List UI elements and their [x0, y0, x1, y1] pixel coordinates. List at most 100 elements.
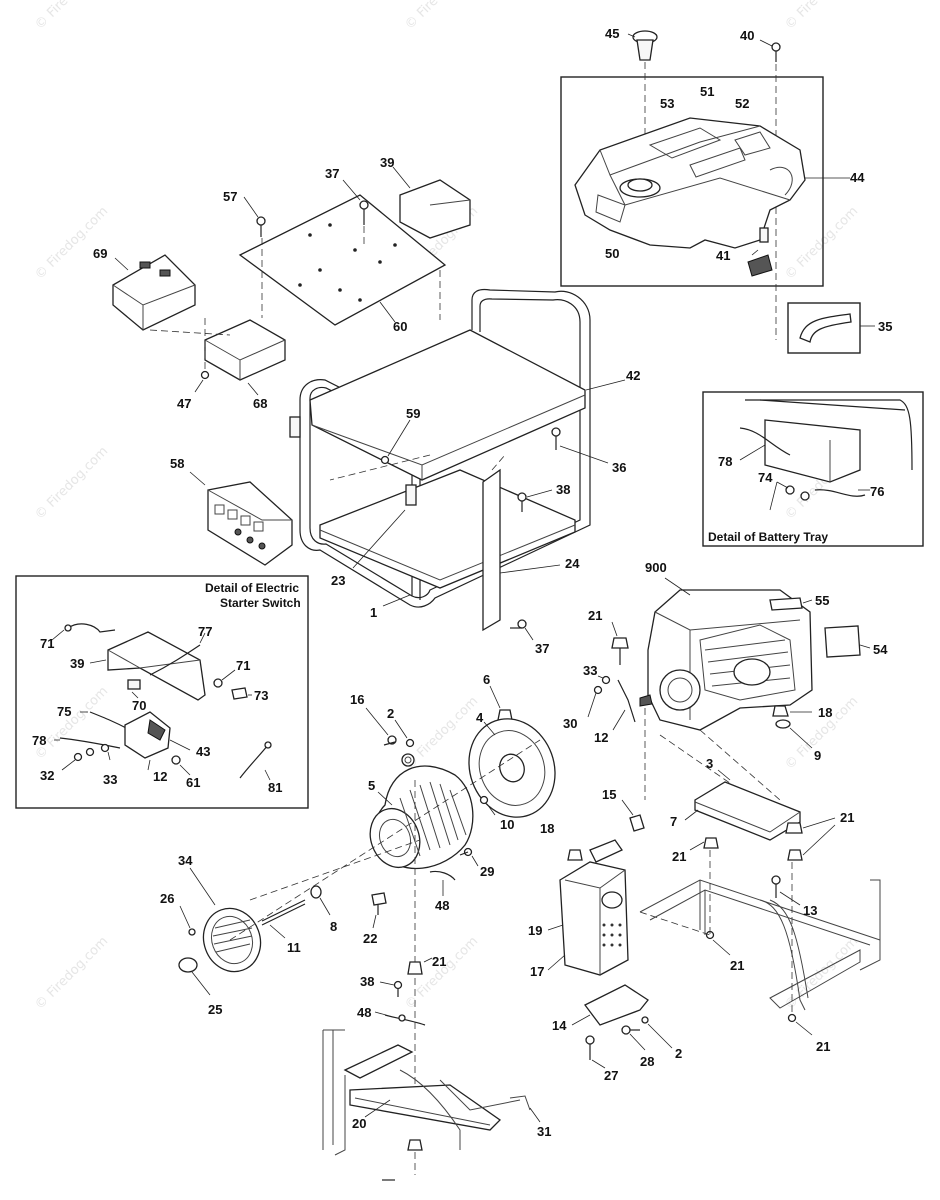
- part-label: 6: [483, 672, 490, 687]
- part-label: 71: [236, 658, 250, 673]
- part-label: 44: [850, 170, 865, 185]
- muffler-group: [547, 799, 673, 1069]
- part-label: 59: [406, 406, 420, 421]
- part-label: 69: [93, 246, 107, 261]
- fuel-valve: [747, 227, 773, 277]
- part-label: 35: [878, 319, 892, 334]
- part-label: 900: [645, 560, 667, 575]
- part-label: 39: [380, 155, 394, 170]
- fuel-tank: [574, 117, 806, 249]
- fuel-tank-group: [560, 30, 850, 340]
- part-label: 48: [357, 1005, 371, 1020]
- part-label: 61: [186, 775, 200, 790]
- watermark-text: © Firedog.com: [782, 0, 861, 33]
- engine: [587, 577, 871, 801]
- watermark-text: © Firedog.com: [32, 934, 111, 1013]
- watermark-text: © Firedog.com: [32, 684, 111, 763]
- part-label: 68: [253, 396, 267, 411]
- part-label: 22: [363, 931, 377, 946]
- part-label: 25: [208, 1002, 222, 1017]
- part-label: 17: [530, 964, 544, 979]
- screw-38: [517, 489, 553, 512]
- part-label: 19: [528, 923, 542, 938]
- part-label: 55: [815, 593, 829, 608]
- part-label: 78: [32, 733, 46, 748]
- part-label: 75: [57, 704, 71, 719]
- starter-caption-line1: Detail of Electric: [205, 581, 299, 595]
- part-label: 37: [535, 641, 549, 656]
- part-label: 23: [331, 573, 345, 588]
- part-label: 27: [604, 1068, 618, 1083]
- part-label: 13: [803, 903, 817, 918]
- part-label: 32: [40, 768, 54, 783]
- part-label: 38: [360, 974, 374, 989]
- grommet-59: [380, 455, 390, 465]
- part-label: 21: [816, 1039, 830, 1054]
- part-label: 26: [160, 891, 174, 906]
- part-label: 40: [740, 28, 754, 43]
- part-label: 50: [605, 246, 619, 261]
- generator-frame: [289, 288, 626, 608]
- part-label: 47: [177, 396, 191, 411]
- part-label: 2: [387, 706, 394, 721]
- control-panel: [189, 471, 293, 566]
- bracket-24: [482, 454, 561, 632]
- part-label: 10: [500, 817, 514, 832]
- part-label: 14: [552, 1018, 567, 1033]
- part-label: 52: [735, 96, 749, 111]
- part-label: 21: [840, 810, 854, 825]
- part-label: 54: [873, 642, 888, 657]
- part-label: 18: [818, 705, 832, 720]
- watermark-text: © Firedog.com: [782, 934, 861, 1013]
- part-label: 30: [563, 716, 577, 731]
- part-labels: 45 40 53 51 52 44 50 41 35 39 37 57 69 6…: [32, 26, 892, 1139]
- battery-tray-detail: [702, 391, 924, 547]
- part-label: 2: [675, 1046, 682, 1061]
- part-label: 39: [70, 656, 84, 671]
- fuel-cap: [627, 30, 658, 61]
- mounting-plate-group: [112, 166, 471, 396]
- part-label: 51: [700, 84, 714, 99]
- screw-36: [551, 427, 609, 464]
- part-label: 53: [660, 96, 674, 111]
- engine-mount-group: [639, 769, 881, 1036]
- part-label: 21: [730, 958, 744, 973]
- part-label: 7: [670, 814, 677, 829]
- part-label: 37: [325, 166, 339, 181]
- part-label: 21: [432, 954, 446, 969]
- part-label: 74: [758, 470, 773, 485]
- part-label: 12: [594, 730, 608, 745]
- part-label: 57: [223, 189, 237, 204]
- starter-switch-detail: [15, 575, 309, 809]
- part-label: 3: [706, 756, 713, 771]
- part-label: 58: [170, 456, 184, 471]
- part-label: 1: [370, 605, 377, 620]
- part-label: 42: [626, 368, 640, 383]
- part-label: 12: [153, 769, 167, 784]
- fuel-tank-box: [560, 76, 824, 287]
- part-label: 4: [476, 710, 484, 725]
- part-label: 43: [196, 744, 210, 759]
- part-label: 78: [718, 454, 732, 469]
- part-label: 9: [814, 748, 821, 763]
- part-label: 48: [435, 898, 449, 913]
- part-label: 28: [640, 1054, 654, 1069]
- watermark-text: © Firedog.com: [402, 0, 481, 33]
- part-label: 36: [612, 460, 626, 475]
- part-label: 31: [537, 1124, 551, 1139]
- part-label: 24: [565, 556, 580, 571]
- part-label: 70: [132, 698, 146, 713]
- part-label: 77: [198, 624, 212, 639]
- battery-tray-caption: Detail of Battery Tray: [708, 530, 828, 544]
- part-label: 33: [583, 663, 597, 678]
- fuel-hose-box: [787, 302, 875, 354]
- screw-37-lower: [510, 619, 534, 641]
- part-label: 8: [330, 919, 337, 934]
- watermark-text: © Firedog.com: [32, 444, 111, 523]
- part-label: 73: [254, 688, 268, 703]
- part-label: 21: [672, 849, 686, 864]
- part-label: 45: [605, 26, 619, 41]
- part-label: 18: [540, 821, 554, 836]
- alternator-group: [178, 685, 556, 1120]
